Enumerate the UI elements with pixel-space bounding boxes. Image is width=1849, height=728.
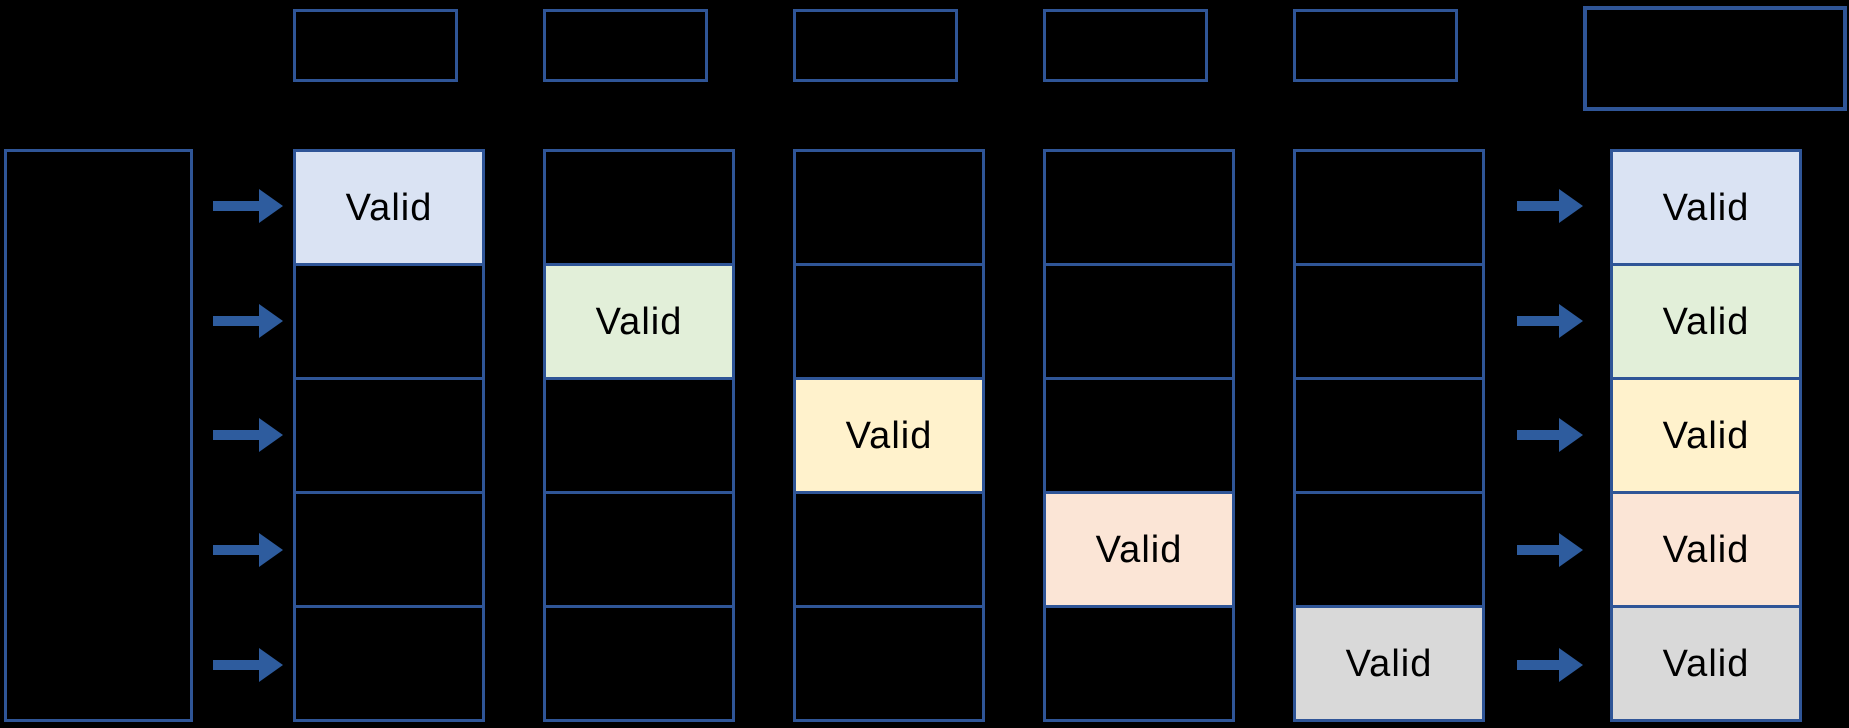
arrow-shaft — [1517, 660, 1561, 670]
arrow-right-icon — [213, 418, 283, 452]
cell-valid: Valid — [296, 152, 482, 263]
arrow-head — [259, 533, 283, 567]
cell-empty — [1046, 377, 1232, 491]
arrow-shaft — [213, 545, 261, 555]
cell-empty — [546, 605, 732, 719]
top-box-4 — [1043, 9, 1208, 82]
cell-empty — [1296, 152, 1482, 263]
cell-valid: Valid — [1613, 605, 1799, 719]
arrow-head — [1559, 189, 1583, 223]
arrow-head — [1559, 533, 1583, 567]
column-4: Valid — [1043, 149, 1235, 722]
cell-empty — [796, 152, 982, 263]
cell-empty — [296, 605, 482, 719]
result-header-box — [1583, 6, 1847, 111]
arrow-head — [259, 304, 283, 338]
top-box-5 — [1293, 9, 1458, 82]
cell-valid: Valid — [796, 377, 982, 491]
arrow-shaft — [1517, 201, 1561, 211]
arrow-right-icon — [213, 189, 283, 223]
cell-empty — [546, 377, 732, 491]
arrow-right-icon — [1517, 648, 1583, 682]
column-5: Valid — [1293, 149, 1485, 722]
column-3: Valid — [793, 149, 985, 722]
arrow-shaft — [213, 201, 261, 211]
cell-empty — [1046, 152, 1232, 263]
cell-empty — [546, 491, 732, 605]
cell-valid: Valid — [1046, 491, 1232, 605]
arrow-right-icon — [1517, 189, 1583, 223]
cell-empty — [796, 491, 982, 605]
arrow-right-icon — [1517, 418, 1583, 452]
cell-valid: Valid — [1613, 152, 1799, 263]
cell-empty — [296, 491, 482, 605]
arrow-head — [1559, 418, 1583, 452]
cell-empty — [296, 263, 482, 377]
top-box-3 — [793, 9, 958, 82]
arrow-head — [259, 418, 283, 452]
arrow-head — [259, 648, 283, 682]
arrow-shaft — [1517, 545, 1561, 555]
arrow-right-icon — [1517, 533, 1583, 567]
cell-valid: Valid — [546, 263, 732, 377]
arrow-shaft — [1517, 430, 1561, 440]
cell-empty — [546, 152, 732, 263]
top-box-1 — [293, 9, 458, 82]
arrow-shaft — [213, 316, 261, 326]
arrow-shaft — [1517, 316, 1561, 326]
top-box-2 — [543, 9, 708, 82]
arrow-head — [1559, 304, 1583, 338]
arrow-right-icon — [213, 648, 283, 682]
cell-valid: Valid — [1613, 377, 1799, 491]
cell-empty — [796, 605, 982, 719]
arrow-right-icon — [1517, 304, 1583, 338]
arrow-right-icon — [213, 304, 283, 338]
arrow-shaft — [213, 660, 261, 670]
cell-empty — [1046, 605, 1232, 719]
cell-valid: Valid — [1613, 491, 1799, 605]
cell-empty — [1296, 491, 1482, 605]
column-1: Valid — [293, 149, 485, 722]
result-column: Valid Valid Valid Valid Valid — [1610, 149, 1802, 722]
arrow-shaft — [213, 430, 261, 440]
cell-empty — [1296, 263, 1482, 377]
cell-empty — [1296, 377, 1482, 491]
cell-empty — [796, 263, 982, 377]
cell-valid: Valid — [1296, 605, 1482, 719]
arrow-right-icon — [213, 533, 283, 567]
cell-empty — [296, 377, 482, 491]
cell-empty — [1046, 263, 1232, 377]
column-2: Valid — [543, 149, 735, 722]
arrow-head — [1559, 648, 1583, 682]
source-box — [4, 149, 193, 722]
arrow-head — [259, 189, 283, 223]
cell-valid: Valid — [1613, 263, 1799, 377]
